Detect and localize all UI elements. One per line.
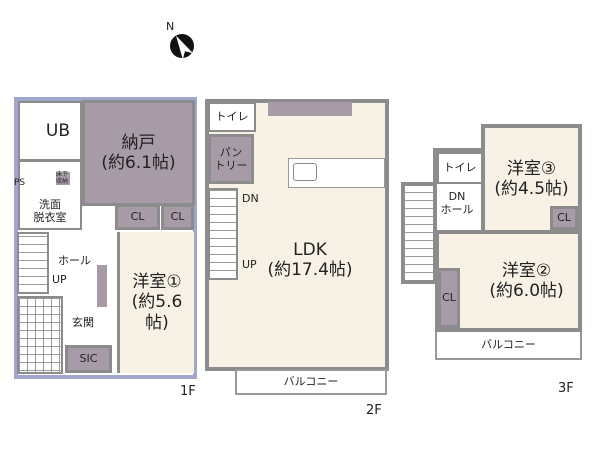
closet-label: CL xyxy=(130,210,145,224)
hall-label: ホール xyxy=(440,203,474,217)
floor2-void xyxy=(268,102,352,116)
floor3-closet-left: CL xyxy=(438,268,460,328)
compass-north-label: N xyxy=(166,20,175,33)
room-size: (約5.6帖) xyxy=(131,292,183,333)
room-size: (約4.5帖) xyxy=(494,179,569,199)
floor3-closet-right: CL xyxy=(550,206,578,230)
hall-label: ホール xyxy=(58,254,91,267)
floor3-balcony: バルコニー xyxy=(435,332,582,360)
stairs-down-label: DN xyxy=(242,192,259,205)
stairs-down-label: DN xyxy=(448,190,466,203)
floor1-washroom: PS 床下収納 洗面脱衣室 xyxy=(14,160,82,230)
hall-partition xyxy=(97,265,107,307)
floor2-balcony: バルコニー xyxy=(235,369,387,395)
closet-label: CL xyxy=(557,211,571,225)
ldk-title: LDK xyxy=(293,240,327,260)
floor1-closet-2: CL xyxy=(161,204,194,230)
pantry-label-1: パン xyxy=(219,145,243,159)
north-compass-icon xyxy=(164,28,200,64)
room-label: 洋室② xyxy=(501,260,552,281)
underfloor-storage-label: 床下収納 xyxy=(56,171,70,186)
kitchen-counter xyxy=(288,158,385,188)
floor3-toilet: トイレ xyxy=(437,152,483,184)
balcony-label: バルコニー xyxy=(481,338,536,352)
floor1-entrance-tiles xyxy=(17,296,63,374)
ldk-label: LDK(約17.4帖) xyxy=(250,240,370,281)
ps-label: PS xyxy=(14,178,26,188)
toilet-label: トイレ xyxy=(215,110,249,124)
toilet-label: トイレ xyxy=(443,161,477,175)
floor1-label: 1F xyxy=(180,384,196,399)
balcony-label: バルコニー xyxy=(283,375,339,389)
floor1-closet-1: CL xyxy=(115,204,160,230)
floor2-pantry: パントリー xyxy=(208,134,254,184)
floor1-storeroom: 納戸(約6.1帖) xyxy=(82,100,195,206)
floor3-label: 3F xyxy=(558,381,574,396)
floor2-label: 2F xyxy=(366,403,382,418)
washroom-label-1: 洗面 xyxy=(39,198,61,211)
pantry-label-2: トリー xyxy=(214,159,248,172)
floor3-stairs xyxy=(401,182,437,284)
floor2-stairs xyxy=(208,188,238,280)
stairs-up-label: UP xyxy=(242,258,257,271)
sic-label: SIC xyxy=(79,352,98,366)
closet-label: CL xyxy=(442,291,456,305)
washroom-label-2: 脱衣室 xyxy=(33,211,67,225)
closet-label: CL xyxy=(170,210,185,224)
floor3-western-room-3: 洋室③(約4.5帖) xyxy=(481,124,582,234)
sink-icon xyxy=(293,163,317,181)
washroom-label: 洗面脱衣室 xyxy=(20,198,80,224)
floor1-western-room-1: 洋室①(約5.6帖) xyxy=(117,232,194,373)
floor1-shoe-closet: SIC xyxy=(65,345,112,373)
ldk-size: (約17.4帖) xyxy=(267,260,353,281)
floor1-stairs xyxy=(17,232,49,294)
floor1-unit-bath: UB xyxy=(18,101,82,161)
stairs-up-label: UP xyxy=(52,273,67,286)
storeroom-label: 納戸 xyxy=(121,132,156,153)
floor2-toilet: トイレ xyxy=(208,102,256,132)
room-label: 洋室① xyxy=(132,271,182,292)
room-label: 洋室③ xyxy=(506,158,557,179)
room-size: (約6.0帖) xyxy=(489,281,564,301)
entrance-label: 玄関 xyxy=(72,316,94,329)
ub-label: UB xyxy=(45,120,70,141)
storeroom-size: (約6.1帖) xyxy=(101,153,176,173)
